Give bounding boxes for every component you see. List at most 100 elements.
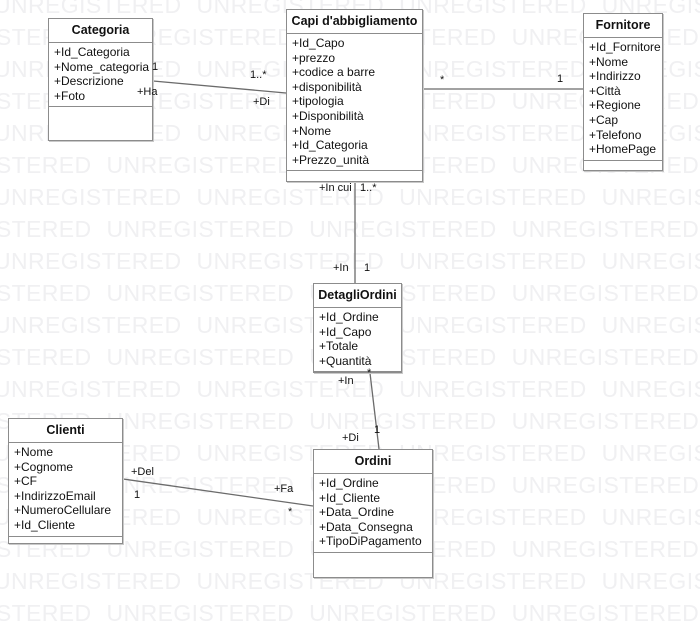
class-operations-categoria [49,107,152,140]
watermark-word: UNREGISTERED [0,312,182,338]
watermark-word: UNREGISTERED [309,216,497,242]
attribute-row: +Regione [589,98,641,113]
class-box-capi-dabbigliamento[interactable]: Capi d'abbigliamento +Id_Capo +prezzo +c… [286,9,423,182]
watermark-word: UNREGISTERED [601,184,700,210]
class-box-dettagliordini[interactable]: DetagliOrdini +Id_Ordine +Id_Capo +Total… [313,283,402,373]
class-attributes-ordini: +Id_Ordine +Id_Cliente +Data_Ordine +Dat… [314,474,432,553]
multiplicity-capi-dettagliordini-target: 1 [364,262,371,274]
watermark-word: UNREGISTERED [601,568,700,594]
watermark-row: UNREGISTERED UNREGISTERED UNREGISTERED UNRE… [0,216,700,243]
watermark-word: UNREGISTERED [0,0,182,18]
role-capi-dettagliordini-target: +In [333,262,349,274]
class-operations-capi-dabbigliamento [287,171,422,191]
watermark-word: UNREGISTERED [511,216,700,242]
attribute-row: +Id_Ordine [319,310,379,324]
role-categoria-capi-source: +Ha [137,86,158,98]
watermark-word: UNREGISTERED [106,280,295,306]
watermark-word: UNREGISTERED [0,184,182,210]
multiplicity-clienti-ordini-target: * [288,506,293,518]
attribute-row: +tipologia [292,94,344,109]
class-operations-clienti [9,537,122,557]
multiplicity-capi-fornitore-target: 1 [557,73,564,85]
attribute-row: +Cap [589,112,619,127]
watermark-word: UNREGISTERED [0,152,92,178]
attribute-row: +Id_Cliente [14,517,76,532]
watermark-word: UNREGISTERED [601,312,700,338]
multiplicity-categoria-capi-target: 1..* [250,69,267,81]
watermark-word: UNREGISTERED [399,184,587,210]
attribute-row: +Id_Capo [292,36,345,50]
watermark-word: UNREGISTERED [0,216,92,242]
attribute-row: +Foto [54,88,86,103]
watermark-word: UNREGISTERED [511,600,700,622]
class-box-categoria[interactable]: Categoria +Id_Categoria +Nome_categoria … [48,18,153,141]
watermark-word: UNREGISTERED [511,408,700,434]
watermark-word: UNREGISTERED [0,376,182,402]
watermark-word: UNREGISTERED [399,248,587,274]
attribute-row: +Id_Fornitore [589,40,661,54]
attribute-row: +HomePage [589,142,657,157]
watermark-word: UNREGISTERED [0,600,92,622]
attribute-row: +Prezzo_unità [292,152,370,167]
watermark-word: UNREGISTERED [399,312,587,338]
attribute-row: +Cognome [14,459,74,474]
multiplicity-dettagliordini-ordini-source: * [367,367,372,379]
watermark-word: UNREGISTERED [0,568,182,594]
attribute-row: +Id_Categoria [292,138,368,153]
class-box-ordini[interactable]: Ordini +Id_Ordine +Id_Cliente +Data_Ordi… [313,449,433,578]
watermark-word: UNREGISTERED [399,0,587,18]
attribute-row: +IndirizzoEmail [14,488,96,503]
class-operations-fornitore [584,161,662,181]
class-attributes-capi-dabbigliamento: +Id_Capo +prezzo +codice a barre +dispon… [287,34,422,172]
attribute-row: +Nome [589,54,629,69]
role-categoria-capi-target: +Di [253,96,270,108]
watermark-word: UNREGISTERED [601,504,700,530]
watermark-word: UNREGISTERED [601,376,700,402]
watermark-word: UNREGISTERED [309,600,497,622]
watermark-word: UNREGISTERED [309,408,497,434]
watermark-word: UNREGISTERED [0,280,92,306]
class-attributes-dettagliordini: +Id_Ordine +Id_Capo +Totale +Quantità [314,308,401,373]
watermark-row: UNREGISTERED UNREGISTERED UNREGISTERED UNRE… [0,600,700,622]
class-title-ordini: Ordini [314,450,432,474]
watermark-word: UNREGISTERED [106,536,295,562]
watermark-word: UNREGISTERED [511,472,700,498]
watermark-word: UNREGISTERED [106,344,295,370]
attribute-row: +Totale [319,339,359,354]
class-operations-dettagliordini [314,372,401,392]
class-title-categoria: Categoria [49,19,152,43]
class-box-fornitore[interactable]: Fornitore +Id_Fornitore +Nome +Indirizzo… [583,13,663,171]
attribute-row: +NumeroCellulare [14,503,112,518]
watermark-word: UNREGISTERED [106,600,295,622]
multiplicity-dettagliordini-ordini-target: 1 [374,424,381,436]
attribute-row: +disponibilità [292,79,362,94]
attribute-row: +Nome [292,123,332,138]
watermark-word: UNREGISTERED [106,216,295,242]
attribute-row: +Telefono [589,127,642,142]
class-title-clienti: Clienti [9,419,122,443]
class-attributes-fornitore: +Id_Fornitore +Nome +Indirizzo +Città +R… [584,38,662,161]
attribute-row: +Descrizione [54,74,124,89]
watermark-word: UNREGISTERED [511,280,700,306]
watermark-word: UNREGISTERED [601,440,700,466]
watermark-word: UNREGISTERED [106,408,295,434]
multiplicity-clienti-ordini-source: 1 [134,489,141,501]
class-operations-ordini [314,553,432,577]
attribute-row: +Indirizzo [589,69,641,84]
attribute-row: +Data_Ordine [319,505,395,520]
role-clienti-ordini-source: +Del [131,466,154,478]
class-box-clienti[interactable]: Clienti +Nome +Cognome +CF +IndirizzoEma… [8,418,123,544]
attribute-row: +codice a barre [292,65,376,80]
class-title-capi-dabbigliamento: Capi d'abbigliamento [287,10,422,34]
watermark-word: UNREGISTERED [0,248,182,274]
edge-categoria-capi [152,80,287,94]
attribute-row: +Città [589,83,621,98]
attribute-row: +TipoDiPagamento [319,534,422,549]
watermark-word: UNREGISTERED [511,536,700,562]
role-dettagliordini-ordini-target: +Di [342,432,359,444]
attribute-row: +Id_Ordine [319,476,379,490]
class-attributes-categoria: +Id_Categoria +Nome_categoria +Descrizio… [49,43,152,108]
watermark-word: UNREGISTERED [0,344,92,370]
